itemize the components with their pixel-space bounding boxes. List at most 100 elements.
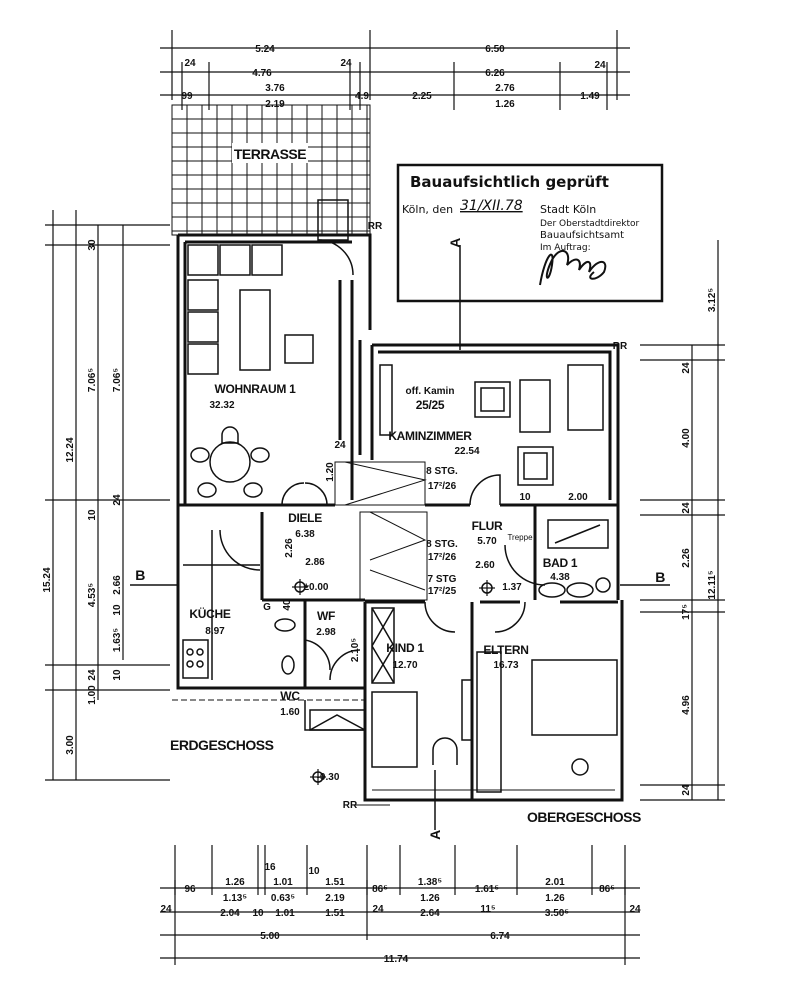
dimensions-interior-3-text: 2.86 — [305, 557, 325, 568]
dimensions-left-1-text: 7.06⁵ — [87, 368, 98, 392]
dimensions-bottom-row4-0-text: 5.00 — [260, 931, 280, 942]
stamp-city-text: Stadt Köln — [540, 203, 596, 216]
dimensions-bottom-row1-9-text: 2.01 — [545, 877, 565, 888]
dimensions-top-row3-4-text: 2.25 — [412, 91, 432, 102]
stamp-office2-text: Bauaufsichtsamt — [540, 230, 624, 241]
dimensions-bottom-row1-8-text: 1.61⁵ — [475, 884, 499, 895]
dimensions-bottom-row1-6-text: 86⁵ — [372, 884, 388, 895]
dimensions-bottom-row3-6-text: 2.64 — [420, 908, 440, 919]
dimensions-right-5-text: 12.11⁵ — [707, 570, 718, 599]
rooms-kueche-name-text: KÜCHE — [189, 606, 230, 621]
dimensions-interior-9-text: 40 — [282, 599, 293, 611]
dimensions-top-row3-3-text: 4.9 — [355, 91, 369, 102]
rooms-stairs-lower-steps-text: 7 STG — [428, 574, 457, 585]
rooms-kind-area-text: 12.70 — [392, 660, 417, 671]
stamp-place-text: Köln, den — [402, 203, 453, 216]
dimensions-bottom-row2-4-text: 1.26 — [545, 893, 565, 904]
dimensions-left-12-text: 10 — [112, 669, 123, 681]
dimensions-left-3-text: 12.24 — [65, 437, 76, 462]
dimensions-left-8-text: 4.53⁵ — [87, 583, 98, 607]
floors-upper-text: OBERGESCHOSS — [527, 809, 641, 825]
dimensions-left-5-text: 10 — [87, 509, 98, 521]
dimensions-bottom-row3-7-text: 11⁵ — [480, 904, 496, 915]
dimensions-bottom-total-text: 11.74 — [384, 954, 409, 965]
rooms-flur-area-text: 5.70 — [477, 536, 497, 547]
walls — [172, 233, 624, 802]
dimensions-bottom-row3-0-text: 24 — [160, 904, 172, 915]
rooms-bad-area-text: 4.38 — [550, 572, 570, 583]
dimensions-bottom-row3-9-text: 24 — [629, 904, 641, 915]
dimensions-top-row2-3-text: 6.26 — [485, 68, 505, 79]
dimensions-bottom-row3-4-text: 1.51 — [325, 908, 345, 919]
dimensions-bottom-row2-1-text: 0.63⁵ — [271, 893, 295, 904]
dimensions-interior-10-text: G — [263, 602, 271, 613]
rooms-wc-name-text: WC — [280, 689, 300, 703]
level-marker-icon — [294, 581, 306, 593]
rooms-kaminzimmer-name-text: KAMINZIMMER — [388, 429, 472, 443]
markers-section-b-text: B — [655, 569, 665, 585]
markers-section-a-text: A — [447, 238, 463, 248]
rooms-terrasse-text: TERRASSE — [234, 146, 306, 162]
dimensions-bottom-row1-7-text: 1.38⁵ — [418, 877, 442, 888]
rooms-eltern-name-text: ELTERN — [483, 643, 528, 657]
dimensions-left-10-text: 1.63⁵ — [112, 628, 123, 652]
dimensions-interior-4-text: 2.60 — [475, 560, 495, 571]
rooms-stairs-mid-ratio-text: 17²/26 — [428, 552, 457, 563]
stamp-title-text: Bauaufsichtlich geprüft — [410, 173, 609, 191]
dimensions-top-row3-7-text: 1.49 — [580, 91, 600, 102]
dimensions-top-row2-0-text: 24 — [184, 58, 196, 69]
dimensions-top-row2-1-text: 4.76 — [252, 68, 272, 79]
dimensions-top-total-left-text: 5.24 — [255, 44, 275, 55]
rooms-wc-area-text: 1.60 — [280, 707, 300, 718]
dimensions-bottom-row1-1-text: 1.26 — [225, 877, 245, 888]
rooms-wohnraum-name-text: WOHNRAUM 1 — [215, 382, 297, 396]
dimensions-top-row3-6-text: 1.26 — [495, 99, 515, 110]
rooms-flur-name-text: FLUR — [472, 519, 503, 533]
dimensions-right-2-text: 4.00 — [681, 428, 692, 448]
staircase — [334, 461, 428, 601]
dimension-lines — [45, 30, 725, 965]
markers-section-b-text: B — [135, 567, 145, 583]
furniture — [182, 199, 618, 793]
level-marker-icon — [481, 582, 493, 594]
dimensions-bottom-row1-0-text: 96 — [184, 884, 196, 895]
dimensions-bottom-row1-2-text: 16 — [264, 862, 276, 873]
dimensions-bottom-row1-10-text: 86⁵ — [599, 884, 615, 895]
dimensions-top-row3-1-text: 3.76 — [265, 83, 285, 94]
stamp-date-text: 31/XII.78 — [460, 198, 523, 214]
markers-rr-text: RR — [613, 341, 628, 352]
signature-drawing — [539, 250, 607, 286]
dimensions-bottom-row3-1-text: 2.04 — [220, 908, 240, 919]
rooms-kaminzimmer-area-text: 22.54 — [454, 446, 479, 457]
dimensions-right-0-text: 3.12⁵ — [707, 288, 718, 312]
rooms-kind-name-text: KIND 1 — [386, 641, 424, 655]
rooms-stairs-mid-steps-text: 8 STG. — [426, 539, 458, 550]
dimensions-top-row3-5-text: 2.76 — [495, 83, 515, 94]
rooms-eltern-area-text: 16.73 — [493, 660, 518, 671]
terrace-grid — [171, 104, 371, 236]
dimensions-interior-7-text: 2.00 — [568, 492, 588, 503]
rooms-stairs-lower-ratio-text: 17²/25 — [428, 586, 457, 597]
dimensions-top-row2-2-text: 24 — [340, 58, 352, 69]
dimensions-right-6-text: 17⁵ — [681, 604, 692, 620]
dimensions-bottom-row2-3-text: 1.26 — [420, 893, 440, 904]
stamp-order-text: Im Auftrag: — [540, 243, 591, 253]
dimensions-right-1-text: 24 — [681, 362, 692, 374]
dimensions-bottom-row1-3-text: 1.01 — [273, 877, 293, 888]
dimensions-right-8-text: 24 — [681, 784, 692, 796]
approval-stamp — [396, 163, 664, 303]
stamp-office1-text: Der Oberstadtdirektor — [540, 219, 640, 229]
rooms-kamin-name-text: off. Kamin — [406, 386, 455, 397]
levels-zero-text: ±0.00 — [304, 582, 329, 593]
dimensions-right-3-text: 24 — [681, 502, 692, 514]
rooms-diele-name-text: DIELE — [288, 511, 322, 525]
rooms-bad-name-text: BAD 1 — [543, 556, 578, 570]
dimensions-top-total-right-text: 6.50 — [485, 44, 505, 55]
rooms-diele-area-text: 6.38 — [295, 529, 315, 540]
dimensions-right-4-text: 2.26 — [681, 548, 692, 568]
dimensions-left-7-text: 2.66 — [112, 575, 123, 595]
markers-section-a-text: A — [427, 830, 443, 840]
rooms-wohnraum-area-text: 32.32 — [209, 400, 234, 411]
level-marker-icon — [312, 771, 324, 783]
